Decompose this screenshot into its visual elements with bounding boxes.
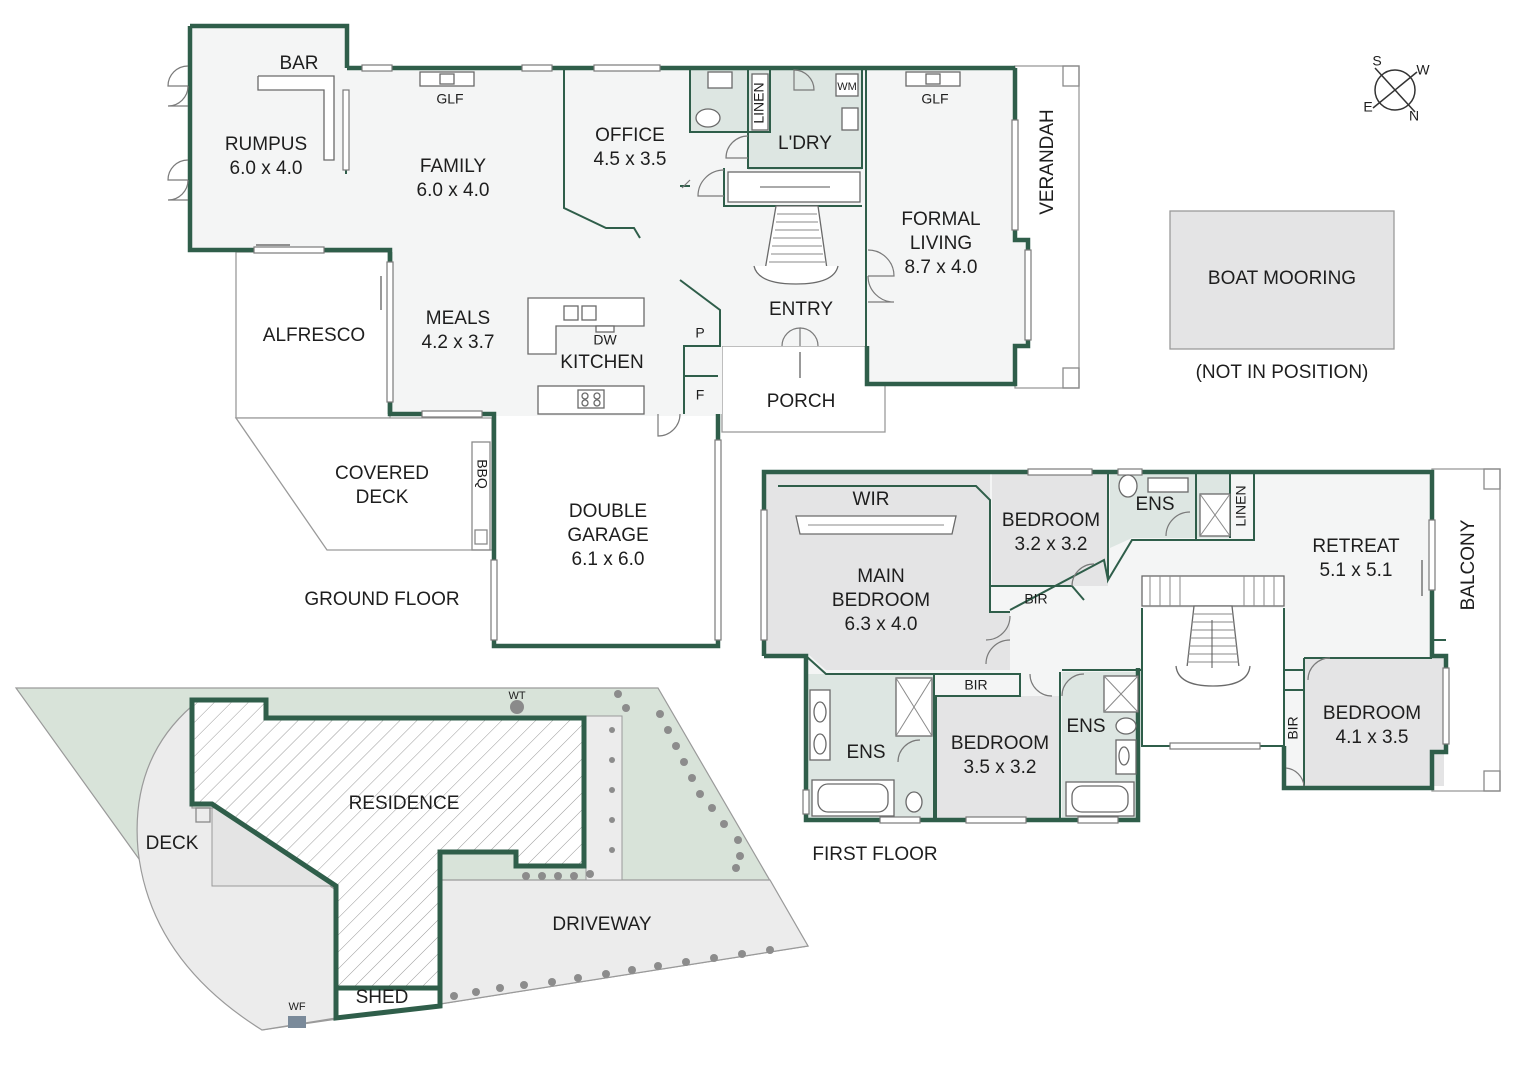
formal-living-label-2: LIVING (910, 233, 972, 254)
deck-label: DECK (146, 833, 199, 854)
bar-label: BAR (279, 53, 318, 74)
covered-deck-label-2: DECK (356, 487, 409, 508)
residence-label: RESIDENCE (349, 793, 460, 814)
garage-label-1: DOUBLE (569, 501, 647, 522)
compass-icon: S W E N (1363, 53, 1430, 124)
garden-path (585, 715, 623, 881)
meals-label: MEALS (426, 308, 490, 329)
ens-a-label: ENS (1135, 494, 1174, 515)
office-label: OFFICE (595, 125, 665, 146)
verandah-label: VERANDAH (1037, 109, 1058, 215)
main-bedroom-label-2: BEDROOM (832, 590, 930, 611)
bedroom-a-dims: 3.2 x 3.2 (1015, 534, 1088, 555)
boat-mooring: BOAT MOORING (NOT IN POSITION) (1169, 210, 1395, 383)
boat-mooring-label: BOAT MOORING (1208, 268, 1356, 289)
porch-area (721, 345, 886, 433)
ground-floor-caption: GROUND FLOOR (304, 589, 459, 610)
wf-label: WF (288, 1001, 305, 1013)
bedroom-a-label: BEDROOM (1002, 510, 1100, 531)
bir-b-label: BIR (964, 677, 987, 693)
formal-living-label-1: FORMAL (901, 209, 980, 230)
family-dims: 6.0 x 4.0 (417, 180, 490, 201)
bir-a-label: BIR (1024, 591, 1047, 607)
shed-footprint (333, 985, 443, 1021)
retreat-label: RETREAT (1312, 536, 1400, 557)
boat-mooring-note: (NOT IN POSITION) (1196, 362, 1369, 383)
family-label: FAMILY (420, 156, 486, 177)
wf-marker-icon (288, 1016, 306, 1028)
bbq-label: BBQ (474, 459, 490, 489)
compass-n: N (1409, 108, 1419, 124)
shed-label: SHED (356, 987, 409, 1008)
first-floor-caption: FIRST FLOOR (812, 844, 937, 865)
laundry-label: L'DRY (778, 133, 832, 154)
meals-dims: 4.2 x 3.7 (422, 332, 495, 353)
pantry-label: P (695, 325, 704, 341)
dishwasher-label: DW (593, 332, 617, 348)
water-tank-label: WT (508, 690, 525, 702)
site-plan: RESIDENCE DECK DRIVEWAY SHED WT WF (14, 687, 809, 1031)
ens-main-label: ENS (846, 742, 885, 763)
fridge-label: F (696, 387, 705, 403)
porch-label: PORCH (767, 391, 836, 412)
office-dims: 4.5 x 3.5 (594, 149, 667, 170)
compass-w: W (1416, 62, 1430, 78)
bedroom-b-floor (936, 696, 1060, 818)
family-fireplace-label: GLF (436, 91, 463, 107)
washing-machine-label: WM (837, 81, 857, 93)
first-linen-label: LINEN (1233, 485, 1249, 526)
water-tank-icon (510, 700, 524, 714)
compass-e: E (1363, 99, 1372, 115)
kitchen-label: KITCHEN (560, 352, 643, 373)
formal-fireplace-label: GLF (921, 91, 948, 107)
compass-s: S (1372, 53, 1381, 69)
alfresco-label: ALFRESCO (263, 325, 365, 346)
entry-label: ENTRY (769, 299, 833, 320)
main-bedroom-dims: 6.3 x 4.0 (845, 614, 918, 635)
shrubs (450, 690, 774, 1000)
linen-label: LINEN (751, 82, 767, 123)
garage-floor (494, 416, 718, 646)
driveway-area (439, 879, 809, 1005)
rumpus-label: RUMPUS (225, 134, 307, 155)
covered-deck-label-1: COVERED (335, 463, 429, 484)
laundry-wetarea (690, 68, 862, 170)
ens-b-label: ENS (1066, 716, 1105, 737)
retreat-dims: 5.1 x 5.1 (1320, 560, 1393, 581)
garage-dims: 6.1 x 6.0 (572, 549, 645, 570)
bedroom-c-label: BEDROOM (1323, 703, 1421, 724)
bir-c-label: BIR (1285, 716, 1301, 739)
ground-floor-plan: BAR RUMPUS 6.0 x 4.0 GLF FAMILY 6.0 x 4.… (167, 23, 1080, 649)
wir-label: WIR (853, 489, 890, 510)
first-floor-plan: WIR MAIN BEDROOM 6.3 x 4.0 BEDROOM 3.2 x… (760, 468, 1501, 865)
balcony-label: BALCONY (1458, 519, 1479, 610)
garage-label-2: GARAGE (567, 525, 648, 546)
bedroom-c-floor (1304, 658, 1444, 786)
driveway-label: DRIVEWAY (552, 914, 652, 935)
main-bedroom-label-1: MAIN (857, 566, 905, 587)
rumpus-dims: 6.0 x 4.0 (230, 158, 303, 179)
bedroom-b-dims: 3.5 x 3.2 (964, 757, 1037, 778)
bedroom-c-dims: 4.1 x 3.5 (1336, 727, 1409, 748)
residence-footprint (189, 697, 587, 991)
formal-living-dims: 8.7 x 4.0 (905, 257, 978, 278)
bedroom-b-label: BEDROOM (951, 733, 1049, 754)
